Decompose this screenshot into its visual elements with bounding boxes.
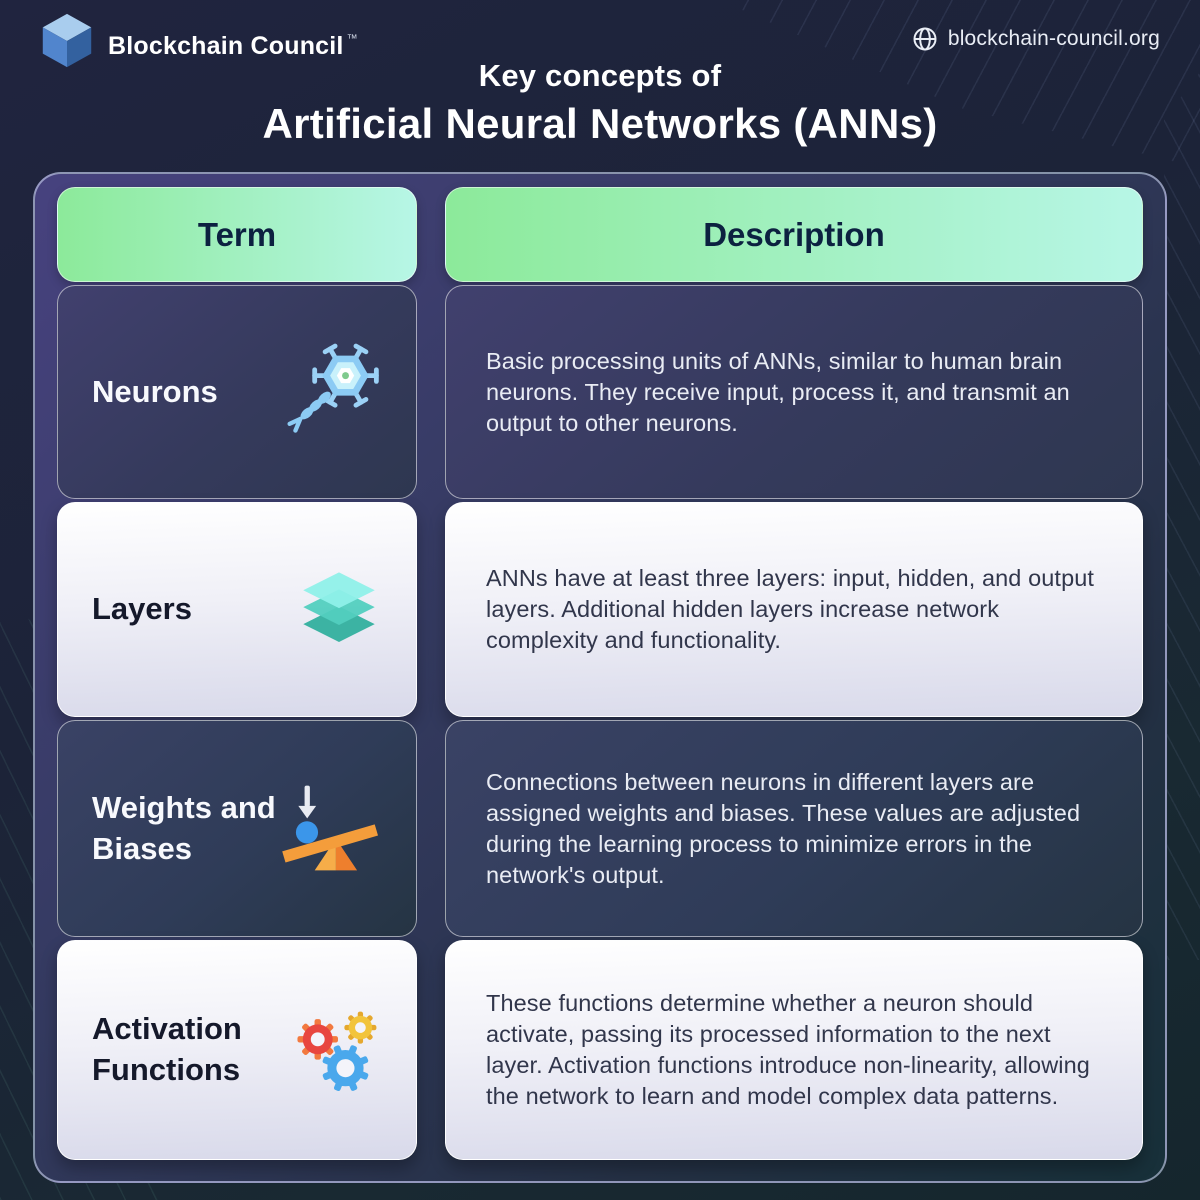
description-cell-layers: ANNs have at least three layers: input, … [445, 502, 1143, 717]
column-header-description: Description [445, 187, 1143, 282]
layers-icon [292, 563, 386, 657]
description-text: Basic processing units of ANNs, similar … [486, 347, 1070, 436]
term-label: Activation Functions [92, 1011, 242, 1087]
website-url: blockchain-council.org [947, 27, 1160, 50]
seesaw-icon [280, 776, 386, 882]
description-text: ANNs have at least three layers: input, … [486, 565, 1095, 653]
term-cell-activation-functions: Activation Functions [57, 940, 417, 1160]
neuron-icon [280, 339, 386, 445]
table-container: Term Description Neurons [33, 172, 1167, 1183]
description-header-label: Description [703, 215, 885, 253]
description-cell-activation-functions: These functions determine whether a neur… [445, 940, 1143, 1160]
term-cell-neurons: Neurons [57, 285, 417, 499]
term-label: Layers [92, 591, 192, 627]
gears-icon [290, 1007, 386, 1093]
description-cell-neurons: Basic processing units of ANNs, similar … [445, 285, 1143, 499]
term-header-label: Term [197, 215, 277, 253]
trademark-symbol: ™ [346, 33, 358, 45]
description-text: Connections between neurons in different… [486, 768, 1081, 888]
term-label: Weights and Biases [92, 789, 276, 866]
term-cell-weights-biases: Weights and Biases [57, 720, 417, 937]
term-label: Neurons [92, 373, 218, 409]
term-cell-layers: Layers [57, 502, 417, 717]
page-title-line2: Artificial Neural Networks (ANNs) [262, 100, 938, 147]
description-text: These functions determine whether a neur… [486, 990, 1090, 1109]
website-link[interactable]: blockchain-council.org [912, 26, 1160, 52]
cube-logo-icon [36, 8, 98, 72]
description-cell-weights-biases: Connections between neurons in different… [445, 720, 1143, 937]
globe-icon [912, 26, 938, 52]
column-header-term: Term [57, 187, 417, 282]
page-title-line1: Key concepts of [478, 58, 722, 93]
